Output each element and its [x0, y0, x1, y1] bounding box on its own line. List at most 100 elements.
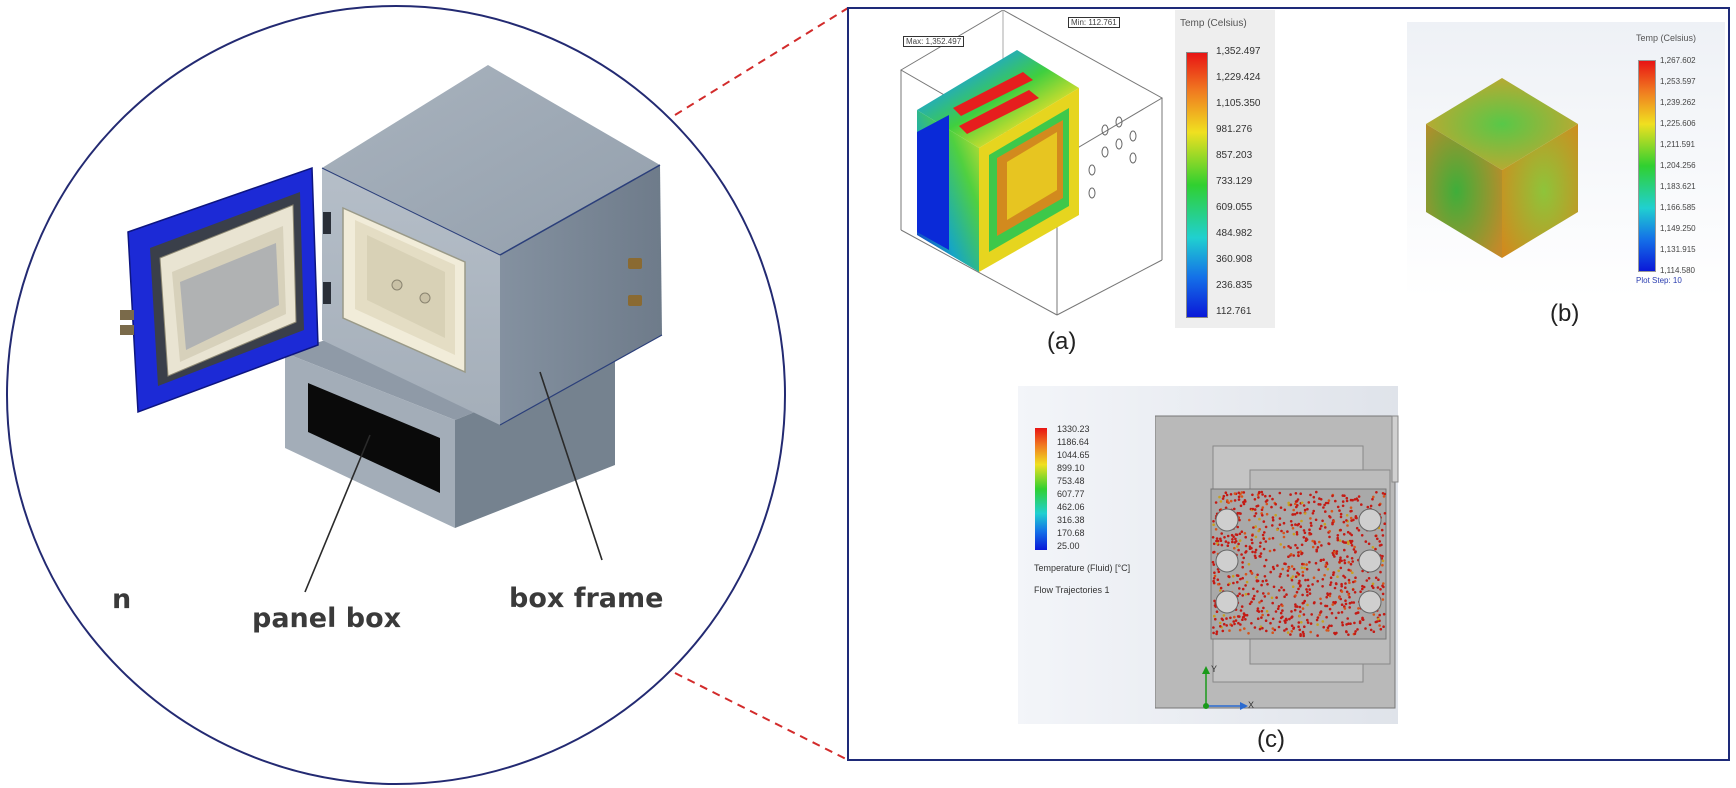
flow-particle — [1328, 530, 1331, 533]
flow-particle — [1212, 520, 1215, 523]
flow-particle — [1348, 595, 1351, 599]
flow-particle — [1250, 538, 1253, 542]
legend-b-tick: 1,114.580 — [1660, 266, 1695, 275]
flow-particle — [1239, 504, 1243, 508]
flow-particle — [1330, 624, 1333, 628]
flow-particle — [1332, 573, 1335, 577]
flow-particle — [1360, 503, 1363, 506]
flow-particle — [1272, 567, 1276, 571]
flow-particle — [1296, 546, 1299, 550]
flow-particle — [1263, 564, 1266, 568]
flow-particle — [1357, 607, 1360, 610]
flow-particle — [1355, 516, 1358, 520]
legend-c-colorbar — [1035, 428, 1047, 550]
flow-particle — [1260, 599, 1263, 603]
flow-particle — [1298, 579, 1301, 583]
flow-particle — [1229, 499, 1233, 503]
flow-particle — [1287, 555, 1290, 558]
legend-a-tick: 609.055 — [1216, 202, 1253, 213]
flow-particle — [1263, 575, 1267, 578]
flow-particle — [1311, 545, 1315, 549]
flow-particle — [1261, 613, 1264, 617]
flow-particle — [1261, 493, 1264, 496]
flow-particle — [1258, 601, 1261, 604]
flow-particle — [1287, 566, 1291, 570]
flow-particle — [1309, 630, 1312, 634]
flow-particle — [1262, 606, 1265, 610]
flow-particle — [1311, 583, 1314, 586]
flow-particle — [1285, 627, 1288, 631]
flow-particle — [1308, 528, 1311, 531]
legend-a-tick: 484.982 — [1216, 228, 1253, 239]
flow-particle — [1231, 574, 1235, 578]
legend-c-tick: 753.48 — [1057, 476, 1085, 486]
flow-particle — [1290, 578, 1294, 582]
flow-particle — [1302, 613, 1306, 616]
pedestal-side — [455, 355, 615, 528]
flow-particle — [1328, 535, 1331, 539]
flow-particle — [1265, 512, 1269, 516]
flow-particle — [1316, 579, 1319, 583]
flow-particle — [1336, 505, 1340, 509]
flow-particle — [1260, 609, 1264, 613]
flow-particle — [1331, 494, 1334, 498]
flow-particle — [1309, 517, 1312, 520]
flow-particle — [1282, 588, 1286, 592]
flow-particle — [1225, 493, 1229, 497]
flow-particle — [1300, 566, 1304, 569]
flow-particle — [1292, 567, 1296, 571]
flow-particle — [1294, 500, 1298, 503]
flow-particle — [1333, 551, 1336, 554]
flow-particle — [1322, 625, 1325, 629]
flow-particle — [1344, 582, 1347, 585]
flow-particle — [1329, 576, 1333, 579]
flow-particle — [1378, 503, 1381, 507]
flow-particle — [1341, 621, 1344, 624]
flow-particle — [1346, 540, 1350, 544]
flow-particle — [1261, 533, 1265, 537]
flow-particle — [1306, 621, 1310, 624]
flow-particle — [1382, 582, 1385, 585]
flow-particle — [1322, 506, 1325, 509]
flow-particle — [1228, 629, 1231, 632]
min-tag: Min: 112.761 — [1068, 17, 1120, 28]
flow-particle — [1345, 514, 1349, 517]
flow-particle — [1340, 559, 1343, 563]
flow-particle — [1264, 525, 1268, 529]
flow-particle — [1343, 561, 1347, 565]
flow-particle — [1226, 499, 1229, 502]
flow-particle — [1381, 598, 1385, 601]
flow-particle — [1327, 542, 1331, 546]
flow-particle — [1291, 513, 1295, 516]
flow-particle — [1328, 592, 1332, 596]
flow-particle — [1278, 575, 1282, 578]
flow-particle — [1381, 492, 1385, 495]
flow-particle — [1239, 609, 1243, 612]
flow-particle — [1357, 495, 1361, 498]
flow-particle — [1306, 594, 1309, 597]
flow-particle — [1374, 576, 1378, 580]
flow-particle — [1267, 592, 1270, 595]
flow-particle — [1332, 571, 1335, 574]
flow-particle — [1251, 541, 1254, 545]
flow-particle — [1260, 583, 1263, 587]
flow-particle — [1302, 504, 1306, 507]
flow-particle — [1339, 515, 1343, 519]
axis-y-label: Y — [1211, 664, 1218, 674]
flow-particle — [1324, 526, 1327, 529]
flow-particle — [1319, 602, 1323, 605]
flow-particle — [1338, 539, 1342, 542]
flow-particle — [1368, 623, 1372, 627]
flow-particle — [1317, 503, 1320, 506]
flow-particle — [1292, 532, 1296, 536]
flow-particle — [1259, 541, 1262, 545]
flow-particle — [1257, 529, 1260, 533]
flow-particle — [1349, 622, 1352, 625]
flow-particle — [1324, 501, 1328, 505]
flow-particle — [1308, 531, 1311, 535]
flow-particle — [1256, 590, 1259, 593]
flow-particle — [1321, 620, 1325, 623]
flow-particle — [1334, 616, 1338, 620]
flow-particle — [1245, 550, 1248, 553]
flow-particle — [1298, 605, 1302, 609]
